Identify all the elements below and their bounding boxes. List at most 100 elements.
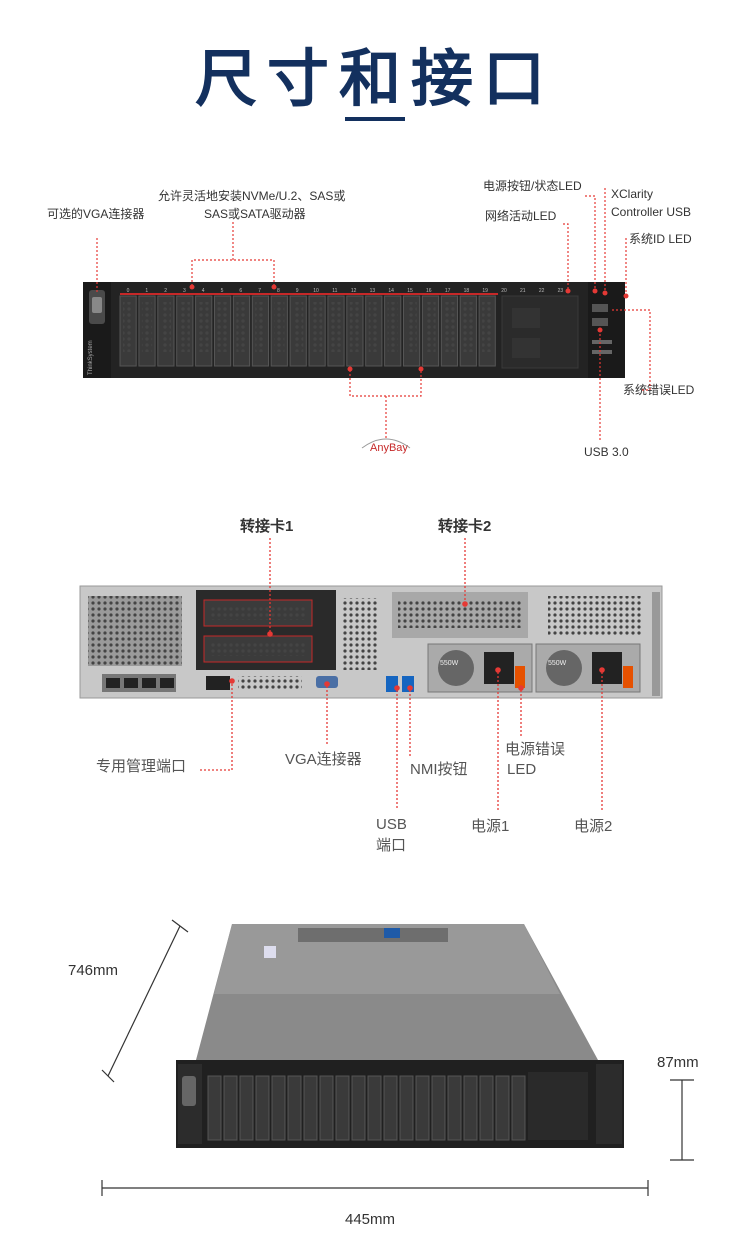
- bay-number: 0: [127, 288, 130, 294]
- drive-bay-grille: [463, 302, 474, 352]
- drive-bay-grille: [236, 302, 247, 352]
- drive-bay-grille: [160, 302, 171, 352]
- network-activity-led-label: 网络活动LED: [485, 209, 557, 223]
- drive-bay-3d: [399, 1075, 414, 1141]
- drive-bay-grille: [198, 302, 209, 352]
- system-error-led-label: 系统错误LED: [623, 383, 695, 397]
- drive-bay-3d: [511, 1075, 526, 1141]
- drive-bay-grille: [123, 302, 134, 352]
- bay-number: 22: [539, 288, 545, 294]
- drive-bay-3d: [415, 1075, 430, 1141]
- height-dimension: 87mm: [657, 1054, 699, 1071]
- psu-error-led-label-2: LED: [507, 761, 537, 778]
- bay-number: 13: [370, 288, 376, 294]
- drive-bay-3d: [287, 1075, 302, 1141]
- drive-bay-3d: [223, 1075, 238, 1141]
- bay-number: 19: [482, 288, 488, 294]
- brand-text: ThinkSystem: [88, 340, 94, 375]
- psu-error-led-label-1: 电源错误: [505, 741, 566, 758]
- drive-bay-grille: [274, 302, 285, 352]
- drive-bay-3d: [479, 1075, 494, 1141]
- drive-bay-grille: [293, 302, 304, 352]
- drive-bay-grille: [425, 302, 436, 352]
- bay-number: 9: [296, 288, 299, 294]
- front-vga-label: 可选的VGA连接器: [47, 207, 145, 221]
- bay-number: 17: [445, 288, 451, 294]
- drive-bay-grille: [387, 302, 398, 352]
- bay-number: 11: [332, 288, 337, 294]
- drive-bay-grille: [179, 302, 190, 352]
- drive-bay-3d: [319, 1075, 334, 1141]
- bay-number: 2: [164, 288, 167, 294]
- drive-bay-3d: [431, 1075, 446, 1141]
- bay-number: 20: [501, 288, 507, 294]
- front-drives-label-2: SAS或SATA驱动器: [204, 207, 306, 221]
- drive-bay-3d: [463, 1075, 478, 1141]
- bay-number: 6: [239, 288, 242, 294]
- psu1-label: 电源1: [471, 818, 510, 835]
- drive-bay-grille: [312, 302, 323, 352]
- usb-port-label-2: 端口: [376, 837, 407, 854]
- bay-number: 16: [426, 288, 432, 294]
- bay-number: 7: [258, 288, 261, 294]
- bay-number: 3: [183, 288, 186, 294]
- drive-bay-grille: [406, 302, 417, 352]
- bay-number: 14: [388, 288, 394, 294]
- system-id-led-label: 系统ID LED: [629, 232, 692, 246]
- bay-number: 15: [407, 288, 413, 294]
- riser2-label: 转接卡2: [438, 518, 492, 535]
- depth-dimension: 746mm: [68, 962, 119, 979]
- usb-port-label-1: USB: [376, 816, 407, 833]
- drive-bay-grille: [217, 302, 228, 352]
- title-underline: [345, 117, 405, 121]
- drive-bay-3d: [495, 1075, 510, 1141]
- xclarity-label-2: Controller USB: [611, 205, 692, 219]
- drive-bay-grille: [141, 302, 153, 352]
- drive-bay-grille: [255, 302, 266, 352]
- anybay-logo: AnyBay: [370, 442, 408, 454]
- psu1-rating: 550W: [440, 660, 459, 667]
- bay-number: 10: [313, 288, 319, 294]
- drive-bay-grille: [349, 302, 360, 352]
- page-title: 尺寸和接口: [194, 42, 555, 115]
- drive-bay-grille: [368, 302, 379, 352]
- bay-number: 21: [520, 288, 526, 294]
- drive-bay-3d: [239, 1075, 254, 1141]
- bay-number: 5: [221, 288, 224, 294]
- bay-number: 12: [351, 288, 357, 294]
- drive-bay-3d: [367, 1075, 382, 1141]
- drive-bay-3d: [447, 1075, 462, 1141]
- bay-number: 23: [558, 288, 564, 294]
- bay-strip: [120, 293, 498, 295]
- drive-bay-3d: [207, 1075, 222, 1141]
- drive-bay-3d: [271, 1075, 286, 1141]
- mgmt-port-label: 专用管理端口: [96, 758, 187, 775]
- drive-bay-3d: [255, 1075, 270, 1141]
- front-drives-label-1: 允许灵活地安装NVMe/U.2、SAS或: [158, 189, 346, 203]
- power-button-led-label: 电源按钮/状态LED: [483, 179, 582, 193]
- bay-number: 1: [145, 288, 148, 294]
- bay-number: 8: [277, 288, 280, 294]
- psu2-label: 电源2: [574, 818, 613, 835]
- bay-number: 18: [464, 288, 470, 294]
- psu2-rating: 550W: [548, 660, 567, 667]
- xclarity-label-1: XClarity: [611, 187, 654, 201]
- drive-bay-3d: [335, 1075, 350, 1141]
- rear-vga-label: VGA连接器: [285, 751, 362, 768]
- bay-number: 4: [202, 288, 205, 294]
- drive-bay-3d: [383, 1075, 398, 1141]
- usb3-label: USB 3.0: [584, 445, 629, 459]
- riser1-label: 转接卡1: [240, 518, 294, 535]
- drive-bay-3d: [351, 1075, 366, 1141]
- drive-bay-3d: [303, 1075, 318, 1141]
- drive-bay-grille: [482, 302, 493, 352]
- drive-bay-grille: [330, 302, 342, 352]
- nmi-button-label: NMI按钮: [410, 761, 468, 778]
- width-dimension: 445mm: [345, 1211, 396, 1228]
